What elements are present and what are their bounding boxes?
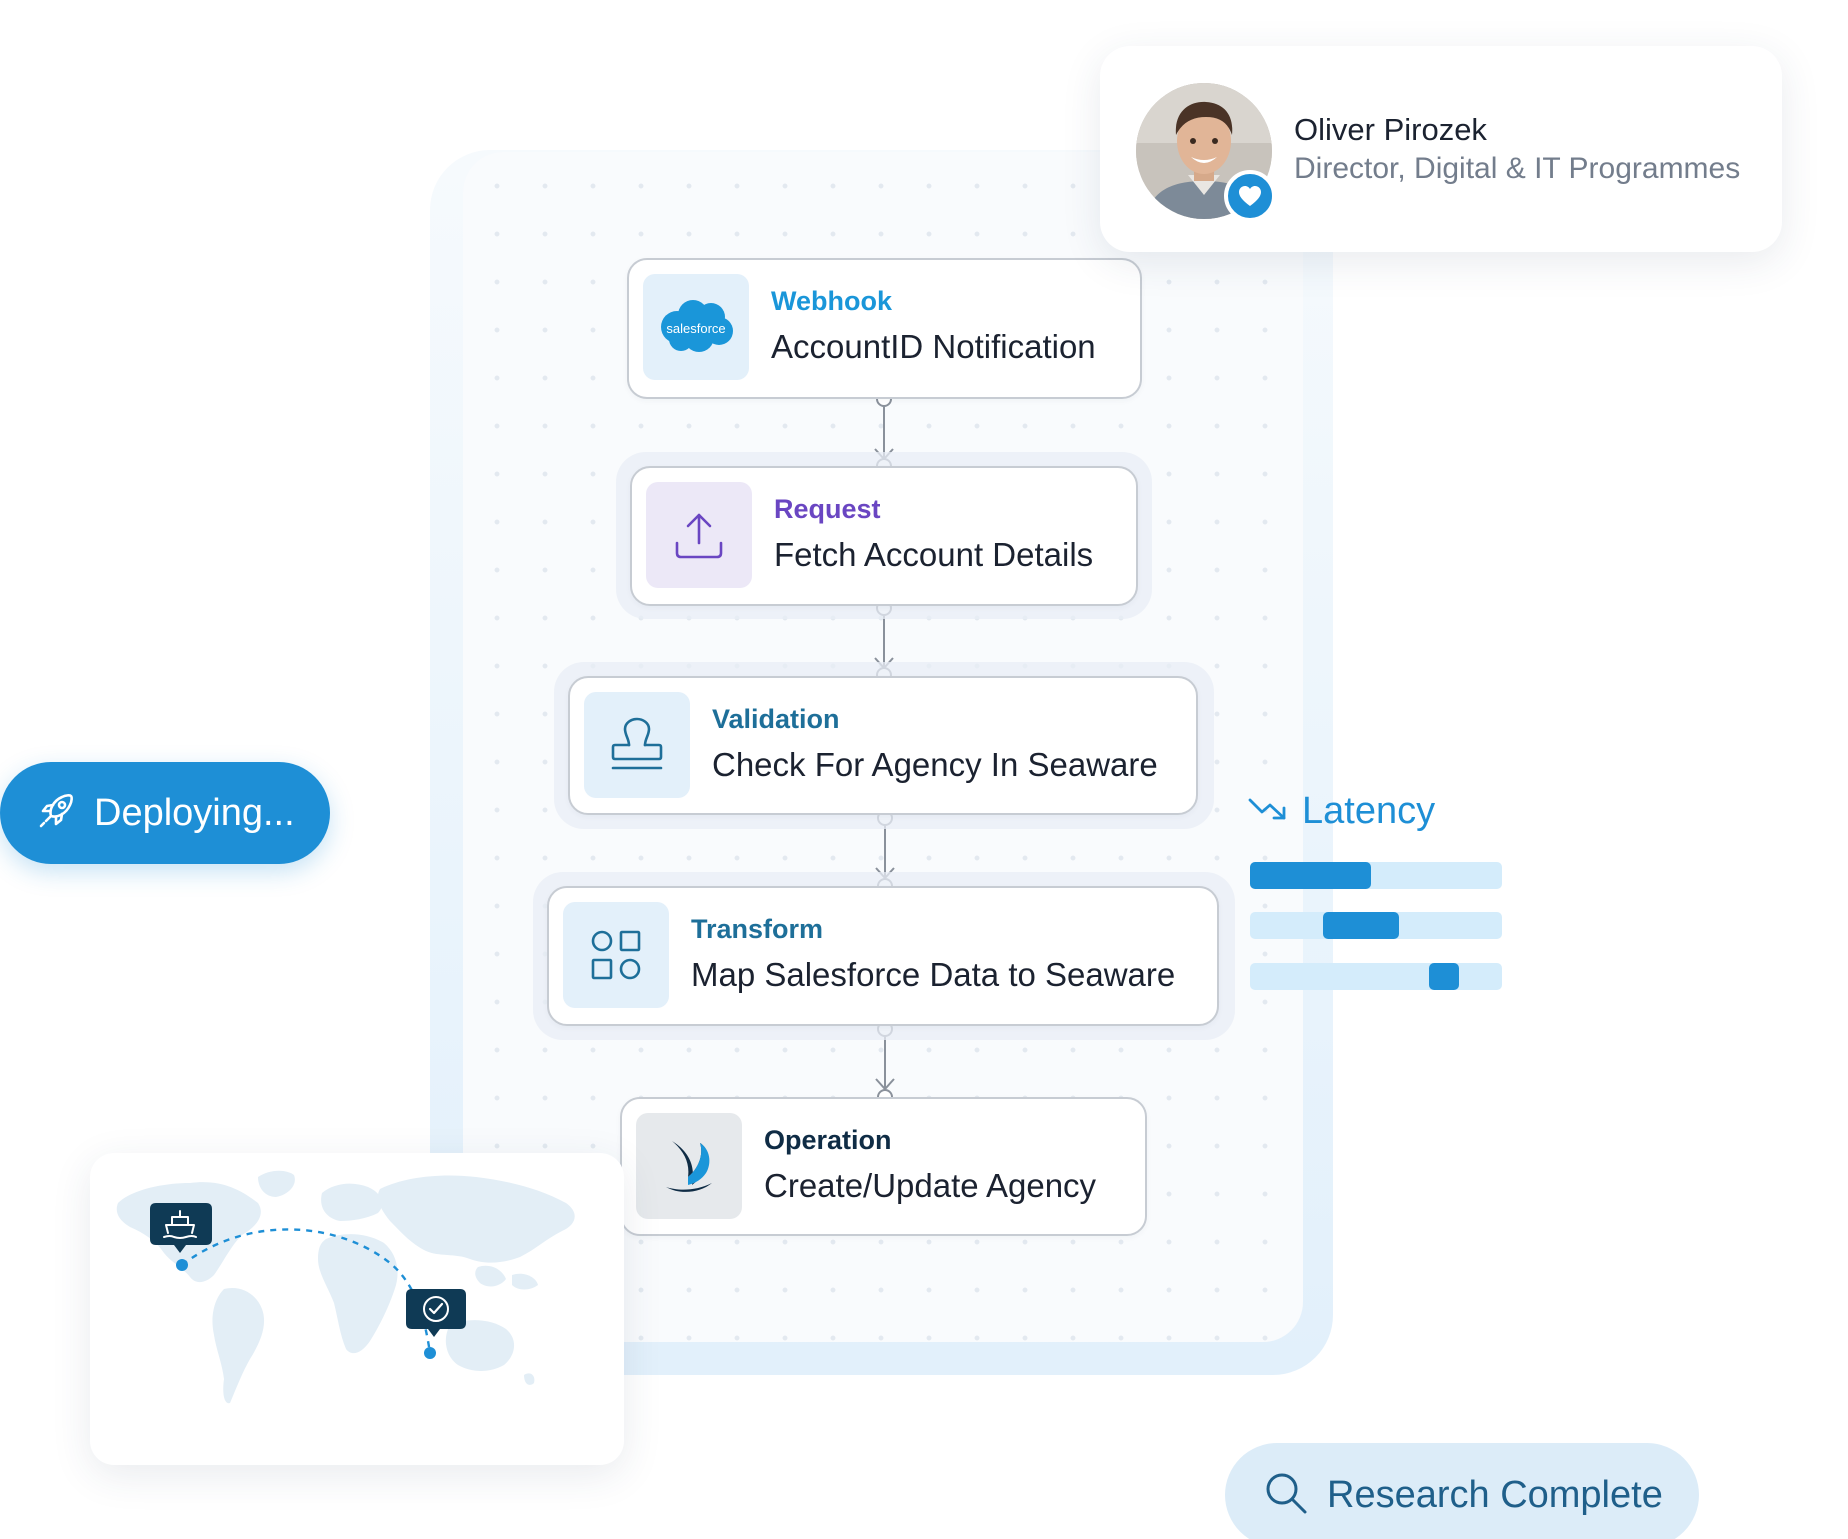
- rocket-icon: [36, 791, 76, 836]
- research-complete-pill: Research Complete: [1225, 1443, 1699, 1539]
- node-kind-label: Request: [774, 494, 881, 524]
- node-kind-label: Operation: [764, 1125, 892, 1155]
- latency-bar-fill: [1323, 912, 1399, 939]
- check-icon: [406, 1289, 466, 1337]
- trend-down-icon: [1248, 796, 1288, 829]
- node-title: Create/Update Agency: [764, 1167, 1097, 1204]
- latency-bar-fill: [1429, 963, 1459, 990]
- node-title: AccountID Notification: [771, 328, 1096, 365]
- latency-bar-fill: [1250, 862, 1371, 889]
- salesforce-logo: salesforce: [643, 274, 749, 380]
- latency-bar-track: [1250, 862, 1502, 889]
- flow-node-operation[interactable]: Operation Create/Update Agency: [620, 1097, 1147, 1236]
- node-kind-label: Transform: [691, 914, 824, 944]
- shipping-map-card: [90, 1153, 624, 1465]
- sail-logo: [636, 1113, 742, 1219]
- heart-icon: [1224, 170, 1276, 222]
- latency-bar-track: [1250, 912, 1502, 939]
- world-map: [116, 1170, 575, 1404]
- latency-label: Latency: [1302, 790, 1436, 832]
- node-title: Fetch Account Details: [774, 536, 1094, 573]
- salesforce-logo-text: salesforce: [666, 321, 725, 336]
- deploying-status-pill: Deploying...: [0, 762, 330, 864]
- ship-icon: [150, 1203, 212, 1253]
- flow-node-webhook[interactable]: salesforce Webhook AccountID Notificatio…: [627, 258, 1142, 399]
- shapes-icon: [563, 902, 669, 1008]
- node-kind-label: Webhook: [771, 286, 892, 316]
- stamp-icon: [584, 692, 690, 798]
- node-kind-label: Validation: [712, 704, 840, 734]
- node-title: Check For Agency In Seaware: [712, 746, 1158, 783]
- profile-role: Director, Digital & IT Programmes: [1294, 152, 1741, 185]
- research-complete-label: Research Complete: [1327, 1473, 1663, 1516]
- node-title: Map Salesforce Data to Seaware: [691, 956, 1176, 993]
- profile-card: Oliver Pirozek Director, Digital & IT Pr…: [1100, 46, 1782, 252]
- flow-node-validation[interactable]: Validation Check For Agency In Seaware: [568, 676, 1198, 815]
- latency-bar-track: [1250, 963, 1502, 990]
- upload-icon: [646, 482, 752, 588]
- search-icon: [1263, 1470, 1309, 1521]
- flow-node-request[interactable]: Request Fetch Account Details: [630, 466, 1138, 606]
- profile-name: Oliver Pirozek: [1294, 112, 1487, 147]
- flow-node-transform[interactable]: Transform Map Salesforce Data to Seaware: [547, 886, 1219, 1026]
- deploying-label: Deploying...: [94, 791, 295, 834]
